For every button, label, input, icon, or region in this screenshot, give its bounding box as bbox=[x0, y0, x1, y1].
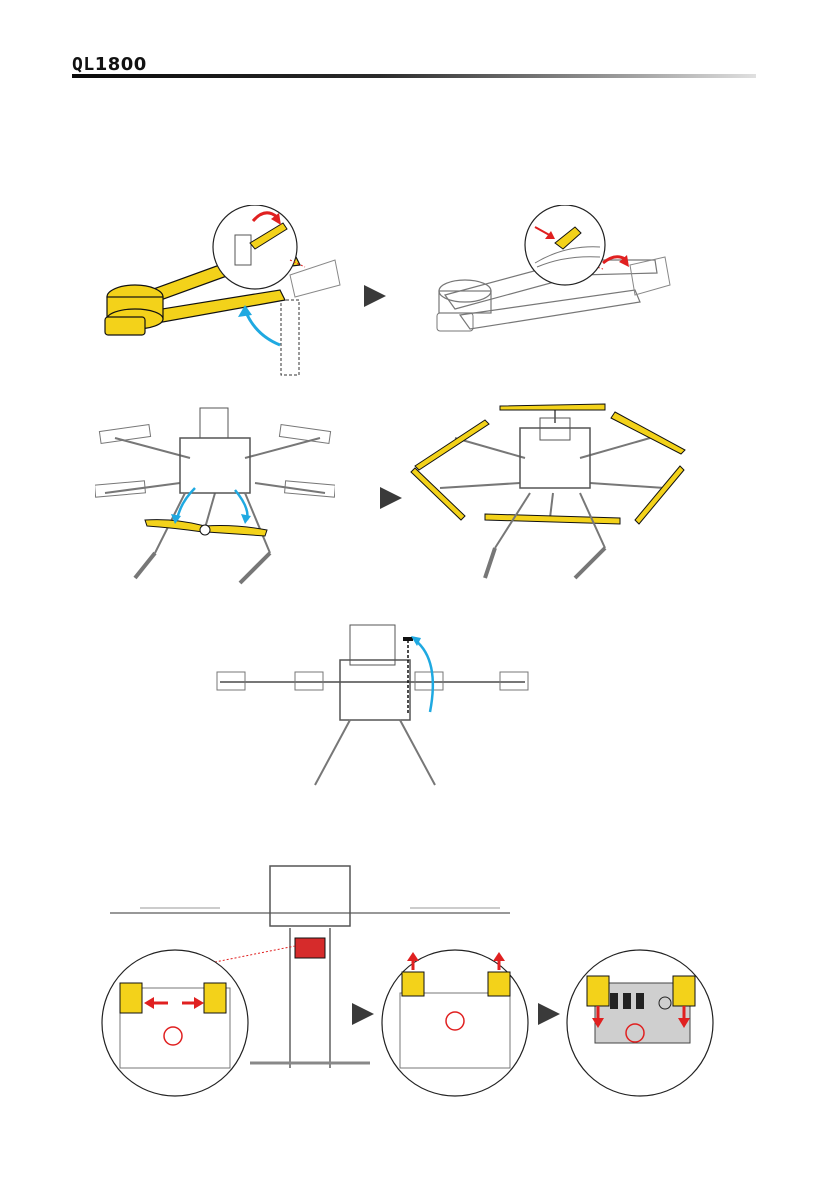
next-step-arrow-icon bbox=[364, 285, 386, 307]
next-step-arrow-icon bbox=[538, 1003, 560, 1025]
next-step-arrow-icon bbox=[380, 487, 402, 509]
logo-prefix: QL bbox=[72, 54, 95, 75]
arm-unfold-step-2 bbox=[425, 205, 675, 355]
header-rule bbox=[72, 74, 756, 78]
brand-logo: QL1800 bbox=[72, 54, 147, 75]
battery-install-step-1 bbox=[100, 948, 250, 1098]
logo-number: 1800 bbox=[95, 54, 147, 75]
battery-install-step-3 bbox=[565, 948, 715, 1098]
battery-install-step-2 bbox=[380, 948, 530, 1098]
antenna-raise bbox=[215, 620, 535, 795]
next-step-arrow-icon bbox=[352, 1003, 374, 1025]
propeller-unfold-step-1 bbox=[95, 398, 335, 588]
propeller-unfold-step-2 bbox=[405, 398, 695, 588]
page-header: QL1800 bbox=[72, 52, 756, 82]
arm-unfold-step-1 bbox=[95, 205, 345, 380]
